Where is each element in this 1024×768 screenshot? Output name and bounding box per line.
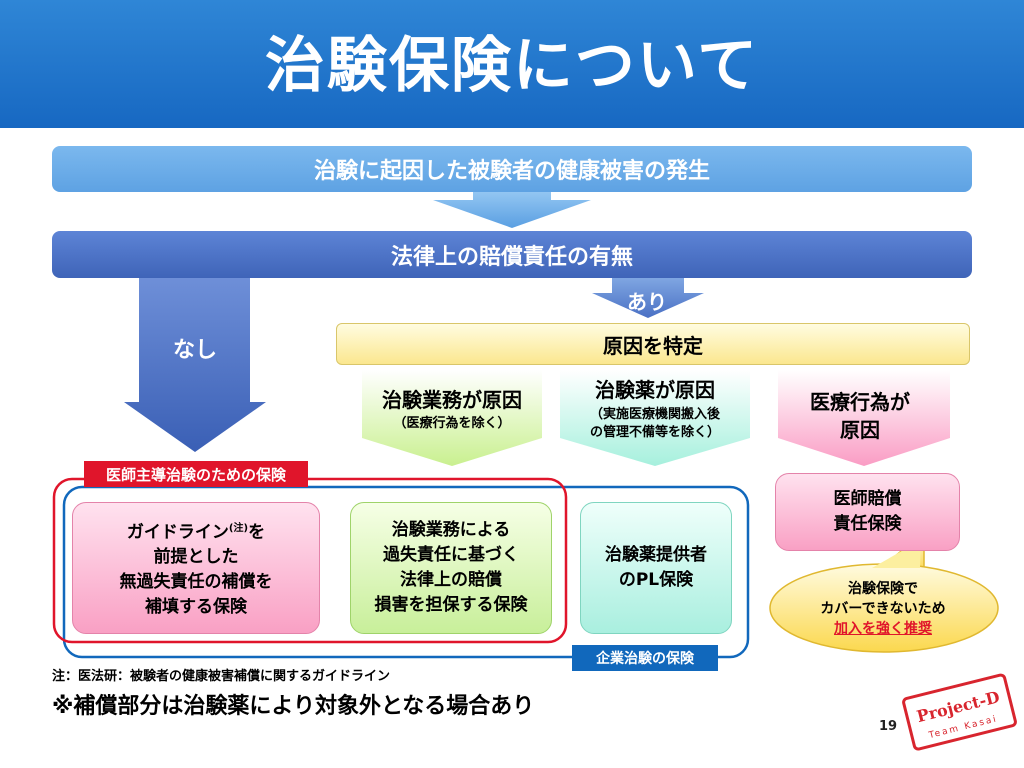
cause-trial-drug-note-1: （実施医療機関搬入後 <box>589 406 720 422</box>
corporate-insurance-label: 企業治験の保険 <box>572 645 718 671</box>
negligence-line4: 損害を担保する保険 <box>374 595 528 615</box>
bubble-line1: 治験保険で <box>848 581 918 597</box>
cause-chevron-3 <box>778 370 950 466</box>
cause-trial-drug-title: 治験薬が原因 <box>595 377 715 402</box>
liability-yes-label: あり <box>627 289 667 314</box>
medical-line2: 責任保険 <box>833 514 902 534</box>
cause-medical-title-1: 医療行為が <box>810 389 910 414</box>
project-d-stamp-logo: Project-D Team Kasai <box>902 673 1017 751</box>
cause-trial-drug-note-2: の管理不備等を除く） <box>589 424 720 440</box>
guideline-line2: 前提とした <box>153 547 239 568</box>
no-liability-label: なし <box>172 338 217 363</box>
pl-line1: 治験薬提供者 <box>605 545 707 565</box>
medical-line1: 医師賠償 <box>833 489 902 509</box>
guideline-line1a: ガイドライン <box>126 522 229 543</box>
cause-trial-work-note: （医療行為を除く） <box>393 415 511 431</box>
health-damage-bar: 治験に起因した被験者の健康被害の発生 <box>52 146 972 192</box>
guideline-line1b: を <box>248 522 266 543</box>
guideline-line4: 補填する保険 <box>145 597 247 618</box>
exclusion-note: ※補償部分は治験薬により対象外となる場合あり <box>52 694 535 719</box>
negligence-line3: 法律上の賠償 <box>400 570 502 590</box>
investigator-insurance-label: 医師主導治験のための保険 <box>84 461 308 487</box>
cause-chevron-1 <box>362 370 542 466</box>
pl-line2: のPL保険 <box>618 570 694 590</box>
negligence-line2: 過失責任に基づく <box>383 545 519 565</box>
pl-insurance-box: 治験薬提供者 のPL保険 <box>580 502 732 634</box>
guideline-line3: 無過失責任の補償を <box>119 572 273 593</box>
recommend-bubble <box>769 530 999 653</box>
guideline-note-mark: (注) <box>228 522 249 534</box>
cause-trial-work-title: 治験業務が原因 <box>382 387 522 412</box>
down-arrow-ari <box>592 278 704 318</box>
liability-bar: 法律上の賠償責任の有無 <box>52 231 972 278</box>
investigator-frame <box>52 477 568 644</box>
medical-liability-box: 医師賠償 責任保険 <box>775 473 960 551</box>
footnote: 注：医法研：被験者の健康被害補償に関するガイドライン <box>52 669 391 684</box>
negligence-insurance-box: 治験業務による 過失責任に基づく 法律上の賠償 損害を担保する保険 <box>350 502 552 634</box>
bubble-line3-emphasis: 加入を強く推奨 <box>834 621 932 637</box>
cause-medical-title-2: 原因 <box>840 417 880 442</box>
identify-cause-bar: 原因を特定 <box>336 323 970 365</box>
header-band <box>0 0 1024 128</box>
down-arrow-top <box>433 192 591 228</box>
guideline-compensation-box: ガイドライン(注)を 前提とした 無過失責任の補償を 補填する保険 <box>72 502 320 634</box>
slide-title: 治験保険について <box>264 30 760 101</box>
down-arrow-nashi <box>124 278 266 452</box>
page-number: 19 <box>878 718 898 734</box>
negligence-line1: 治験業務による <box>391 520 511 540</box>
cause-chevron-2 <box>560 370 750 466</box>
recommend-bubble-text: 治験保険で カバーできないため 加入を強く推奨 <box>778 572 988 646</box>
bubble-line2: カバーできないため <box>820 601 946 617</box>
corporate-frame <box>62 485 750 659</box>
